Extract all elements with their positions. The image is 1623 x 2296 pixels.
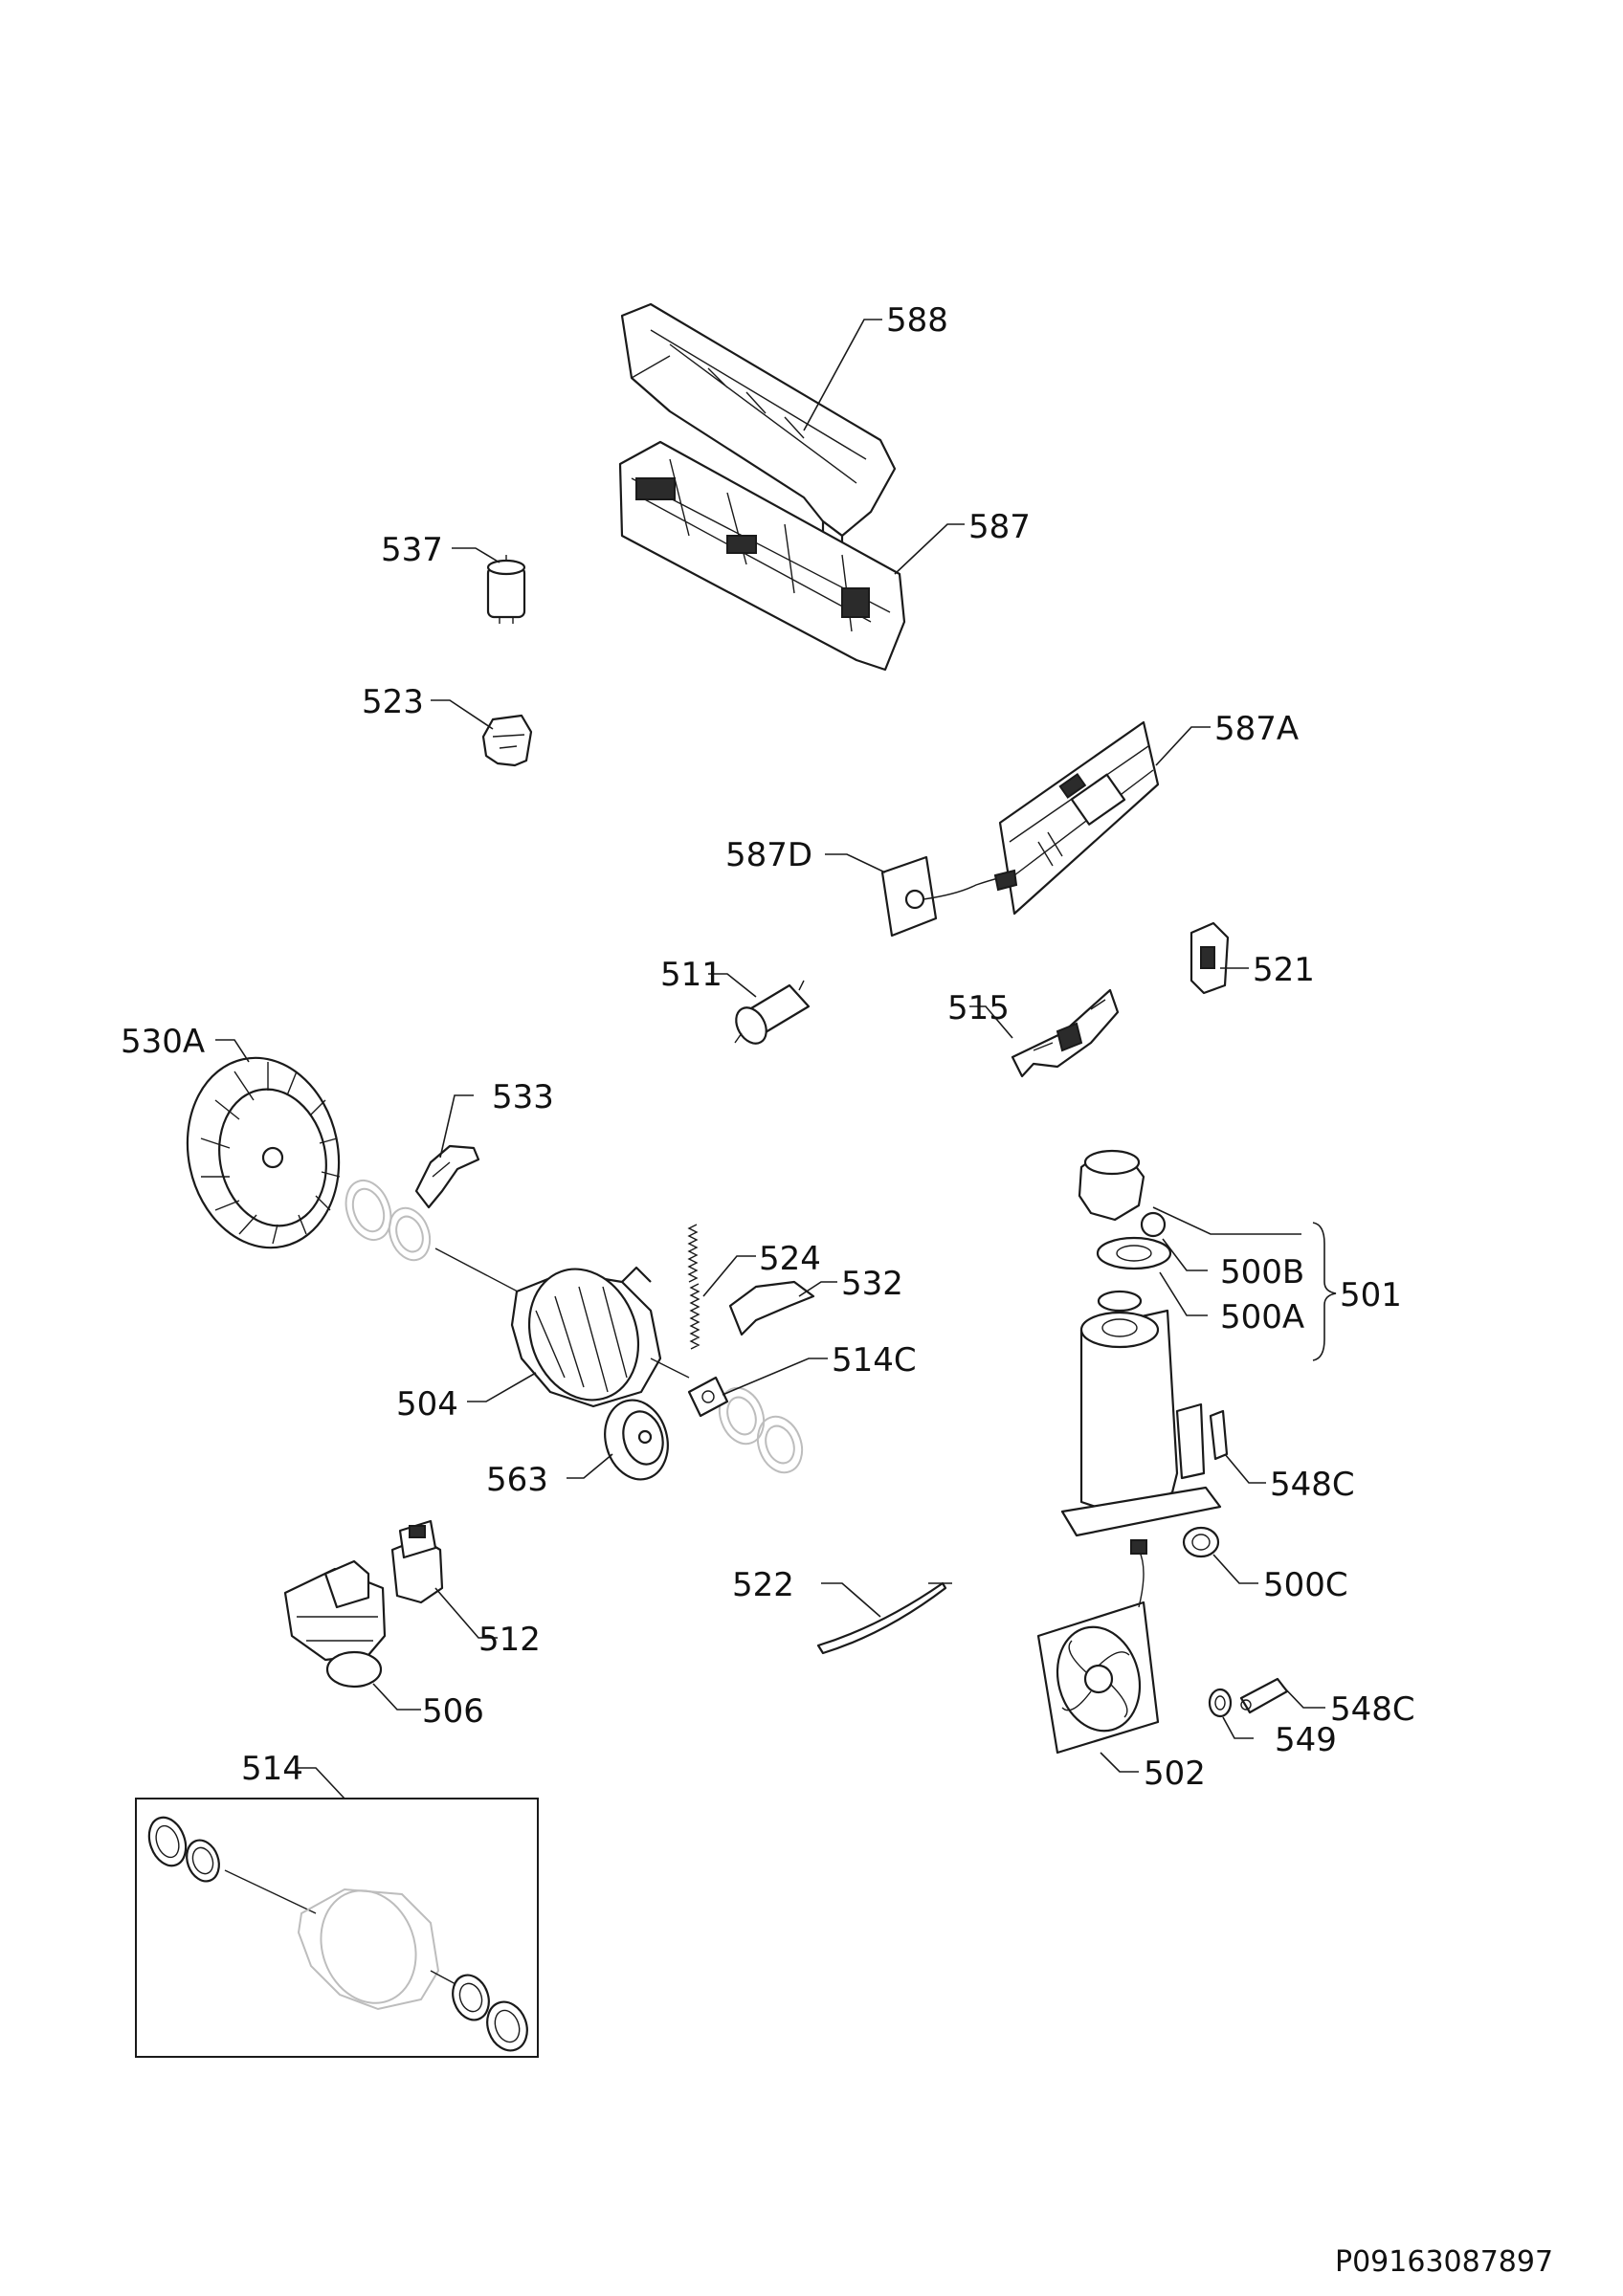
part-530A-fan-wheel[interactable] [170,1044,356,1262]
label-587D: 587D [725,836,812,874]
part-514-kit[interactable] [135,1798,539,2058]
label-500C: 500C [1263,1566,1348,1604]
label-515: 515 [947,989,1010,1027]
label-501: 501 [1340,1276,1402,1314]
part-587-module[interactable] [618,440,906,672]
part-502-fan[interactable] [1036,1539,1160,1755]
part-524-spring[interactable] [687,1224,700,1350]
leader-lines [215,319,1337,1799]
label-587: 587 [968,508,1031,546]
label-523: 523 [362,683,424,721]
label-500B: 500B [1220,1253,1304,1292]
label-549: 549 [1275,1721,1337,1759]
label-532: 532 [841,1265,903,1303]
label-524: 524 [759,1240,821,1278]
document-id: P09163087897 [1335,2245,1553,2279]
part-521-switch[interactable] [1189,921,1230,995]
part-bearing-rings-ghost [345,1180,804,1474]
label-588: 588 [886,301,948,340]
part-511-capacitor[interactable] [730,980,811,1049]
label-530A: 530A [121,1023,205,1061]
part-549-grommet[interactable] [1208,1688,1233,1718]
part-514C-plate[interactable] [687,1376,729,1418]
part-563-pulley[interactable] [596,1393,677,1487]
label-502: 502 [1144,1755,1206,1793]
label-548C-upper: 548C [1270,1466,1355,1504]
label-533: 533 [492,1078,554,1116]
label-587A: 587A [1214,710,1299,748]
part-512-sensor[interactable] [390,1519,444,1604]
part-506-pump[interactable] [283,1559,387,1689]
part-587D-sensor[interactable] [880,855,1018,938]
label-548C-lower: 548C [1330,1690,1415,1729]
label-514: 514 [241,1750,303,1788]
part-532-guard[interactable] [728,1280,815,1336]
part-548C-connector[interactable] [1239,1677,1289,1714]
part-515-connector[interactable] [1011,988,1120,1078]
label-521: 521 [1253,951,1315,989]
label-506: 506 [422,1692,484,1731]
label-522: 522 [732,1566,794,1604]
part-501-compressor[interactable] [1060,1149,1229,1558]
part-533-bracket[interactable] [414,1144,480,1209]
label-511: 511 [660,956,723,994]
kit-514-frame [135,1798,539,2058]
label-537: 537 [381,531,443,569]
part-587A-pcb[interactable] [998,720,1160,916]
part-537-capacitor[interactable] [486,555,526,624]
label-563: 563 [486,1461,548,1499]
part-504-motor[interactable] [434,1247,690,1416]
part-labels: 588 587 537 523 587A 587D 511 521 515 53… [121,301,1553,2279]
part-522-strip[interactable] [816,1581,947,1655]
label-500A: 500A [1220,1298,1304,1336]
label-504: 504 [396,1385,458,1424]
label-512: 512 [478,1621,541,1659]
label-514C: 514C [832,1341,917,1380]
part-523-clip[interactable] [481,714,533,767]
